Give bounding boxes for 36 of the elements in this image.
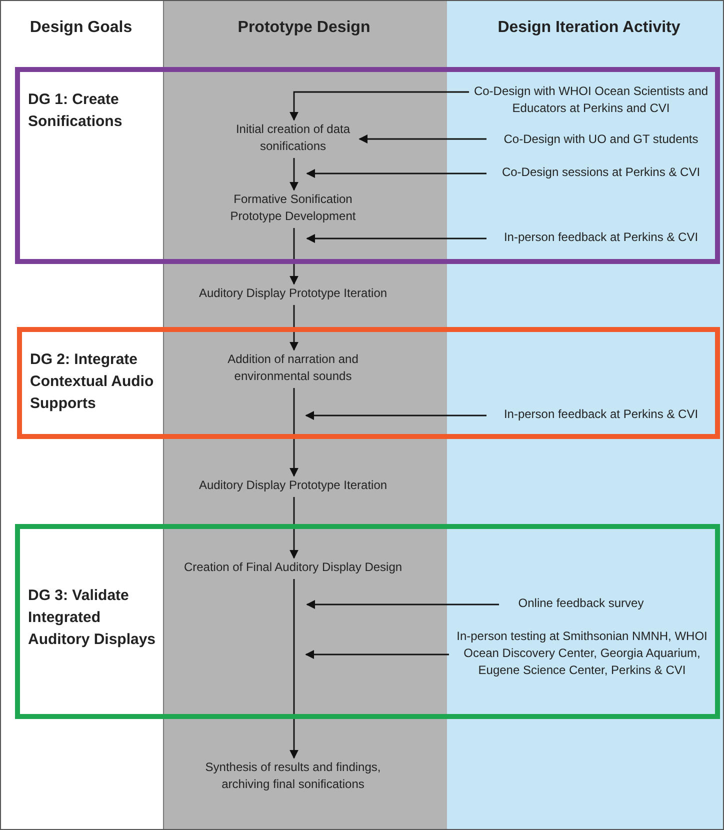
arrow bbox=[290, 228, 298, 285]
arrow bbox=[290, 158, 298, 191]
process-step-text: Auditory Display Prototype Iteration bbox=[173, 285, 413, 302]
arrow bbox=[290, 388, 298, 477]
activity-text: In-person feedback at Perkins & CVI bbox=[488, 406, 714, 423]
activity-text: Co-Design with UO and GT students bbox=[488, 131, 714, 148]
goal-title: DG 2: Integrate Contextual Audio Supports bbox=[30, 350, 155, 414]
column-header: Prototype Design bbox=[238, 19, 370, 37]
arrow bbox=[306, 234, 486, 243]
process-step-text: Formative Sonification Prototype Development bbox=[208, 191, 378, 225]
column-header: Design Goals bbox=[30, 19, 132, 37]
process-step-text: Synthesis of results and findings, archiving final sonifications bbox=[188, 759, 398, 793]
process-step-text: Addition of narration and environmental sounds bbox=[210, 351, 376, 385]
arrow bbox=[358, 134, 486, 144]
arrow bbox=[290, 497, 298, 559]
arrow bbox=[306, 600, 499, 609]
arrow bbox=[305, 650, 449, 659]
arrow bbox=[306, 169, 486, 178]
column-header: Design Iteration Activity bbox=[498, 19, 680, 37]
goal-frame bbox=[15, 67, 720, 264]
arrow bbox=[305, 411, 486, 420]
goal-title: DG 3: Validate Integrated Auditory Displays bbox=[28, 586, 157, 650]
process-step-text: Creation of Final Auditory Display Design bbox=[163, 559, 423, 576]
goal-frame bbox=[17, 327, 720, 439]
process-step-text: Initial creation of data sonifications bbox=[230, 121, 356, 155]
activity-text: Online feedback survey bbox=[501, 595, 661, 612]
goal-title: DG 1: Create Sonifications bbox=[28, 90, 124, 132]
goal-frame bbox=[15, 524, 720, 719]
activity-text: Co-Design sessions at Perkins & CVI bbox=[488, 164, 714, 181]
activity-text: In-person feedback at Perkins & CVI bbox=[488, 229, 714, 246]
activity-text: Co-Design with WHOI Ocean Scientists and Educators at Perkins and CVI bbox=[471, 83, 711, 117]
arrow bbox=[290, 91, 469, 121]
arrow bbox=[290, 305, 298, 351]
arrow bbox=[290, 579, 298, 759]
activity-text: In-person testing at Smithsonian NMNH, WHOI Ocean Discovery Center, Georgia Aquarium, Eugene Science Center, Perkins & CVI bbox=[451, 628, 713, 679]
process-step-text: Auditory Display Prototype Iteration bbox=[173, 477, 413, 494]
